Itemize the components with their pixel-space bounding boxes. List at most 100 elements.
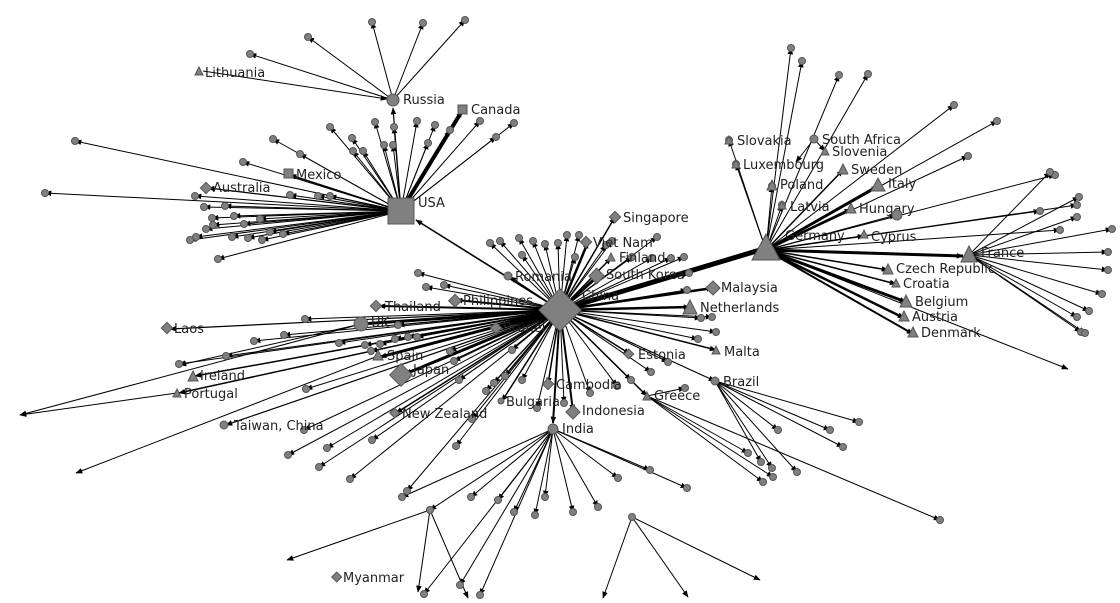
label-japan: Japan [412,363,449,378]
edge [968,254,1090,312]
leaf-node [1056,226,1064,234]
node-romania [503,271,513,281]
leaf-node [774,426,782,434]
edge [349,309,561,480]
node-cambodia [541,377,555,391]
edge [501,309,561,402]
edge [559,236,658,311]
edge [360,308,561,327]
node-czech-republic [882,262,894,275]
label-sweden: Sweden [851,163,902,178]
label-croatia: Croatia [903,277,950,292]
edge [19,323,362,417]
leaf-node [855,418,863,426]
edge [459,428,554,586]
edge [470,428,554,498]
leaf-node [279,230,287,238]
edge [646,395,749,454]
edge [765,248,905,320]
edge [631,516,689,598]
edge [735,163,767,251]
node-indonesia [565,404,581,420]
node-ireland [187,369,199,382]
edge [968,216,1078,256]
edge [559,309,699,341]
leaf-node [531,511,539,519]
leaf-node [490,379,498,387]
edge [299,153,402,212]
leaf-node [367,347,375,355]
leaf-node [200,203,208,211]
node-luxembourg [731,158,741,169]
leaf-node [404,333,412,341]
label-portugal: Portugal [184,387,238,402]
leaf-node [346,475,354,483]
edge [714,380,798,473]
leaf-node [286,191,294,199]
edge [370,21,394,101]
node-china [538,288,582,332]
leaf-node [398,493,406,501]
edge [400,120,419,212]
edge [559,309,713,320]
leaf-node [380,141,388,149]
leaf-node [389,141,397,149]
leaf-node [681,384,689,392]
leaf-node [390,123,398,131]
label-bulgaria: Bulgaria [506,395,560,410]
label-austria: Austria [912,310,958,325]
leaf-node [349,147,357,155]
edge [559,309,717,334]
leaf-node [664,358,672,366]
leaf-node [280,331,288,339]
leaf-node [787,44,795,52]
edge [559,257,653,311]
edge [552,428,651,471]
node-poland [766,178,778,191]
edge [968,171,1051,256]
leaf-node [518,376,526,384]
edge [392,22,424,101]
leaf-node [301,315,309,323]
leaf-node [533,404,541,412]
label-slovenia: Slovenia [832,145,887,160]
leaf-node [648,254,656,262]
edge [552,428,619,479]
edge [443,283,561,311]
leaf-node [759,478,767,486]
leaf-node [315,463,323,471]
edge [968,254,1109,273]
leaf-node [614,474,622,482]
leaf-node [221,202,229,210]
leaf-node [508,346,516,354]
leaf-node [554,239,562,247]
node-sweden [837,162,849,175]
edge [378,303,561,311]
edge [552,428,599,508]
leaf-node [950,101,958,109]
leaf-node [569,508,577,516]
edge [765,249,897,286]
edge [552,428,575,513]
edge [307,36,394,101]
leaf-node [482,387,490,395]
edge [765,249,889,272]
label-malta: Malta [724,345,760,360]
leaf-node [258,236,266,244]
leaf-node [191,192,199,200]
leaf-node [186,236,194,244]
leaf-node [461,16,469,24]
leaf-node [71,137,79,145]
leaf-node [175,360,183,368]
edge [765,173,1056,251]
leaf-node [1073,201,1081,209]
label-myanmar: Myanmar [343,571,405,586]
label-germany: Germany [785,229,845,244]
edge [404,308,561,376]
leaf-node [757,458,765,466]
leaf-node [208,214,216,222]
edge [225,309,561,426]
edge [765,104,955,251]
edge [559,309,716,382]
edge [395,309,561,414]
